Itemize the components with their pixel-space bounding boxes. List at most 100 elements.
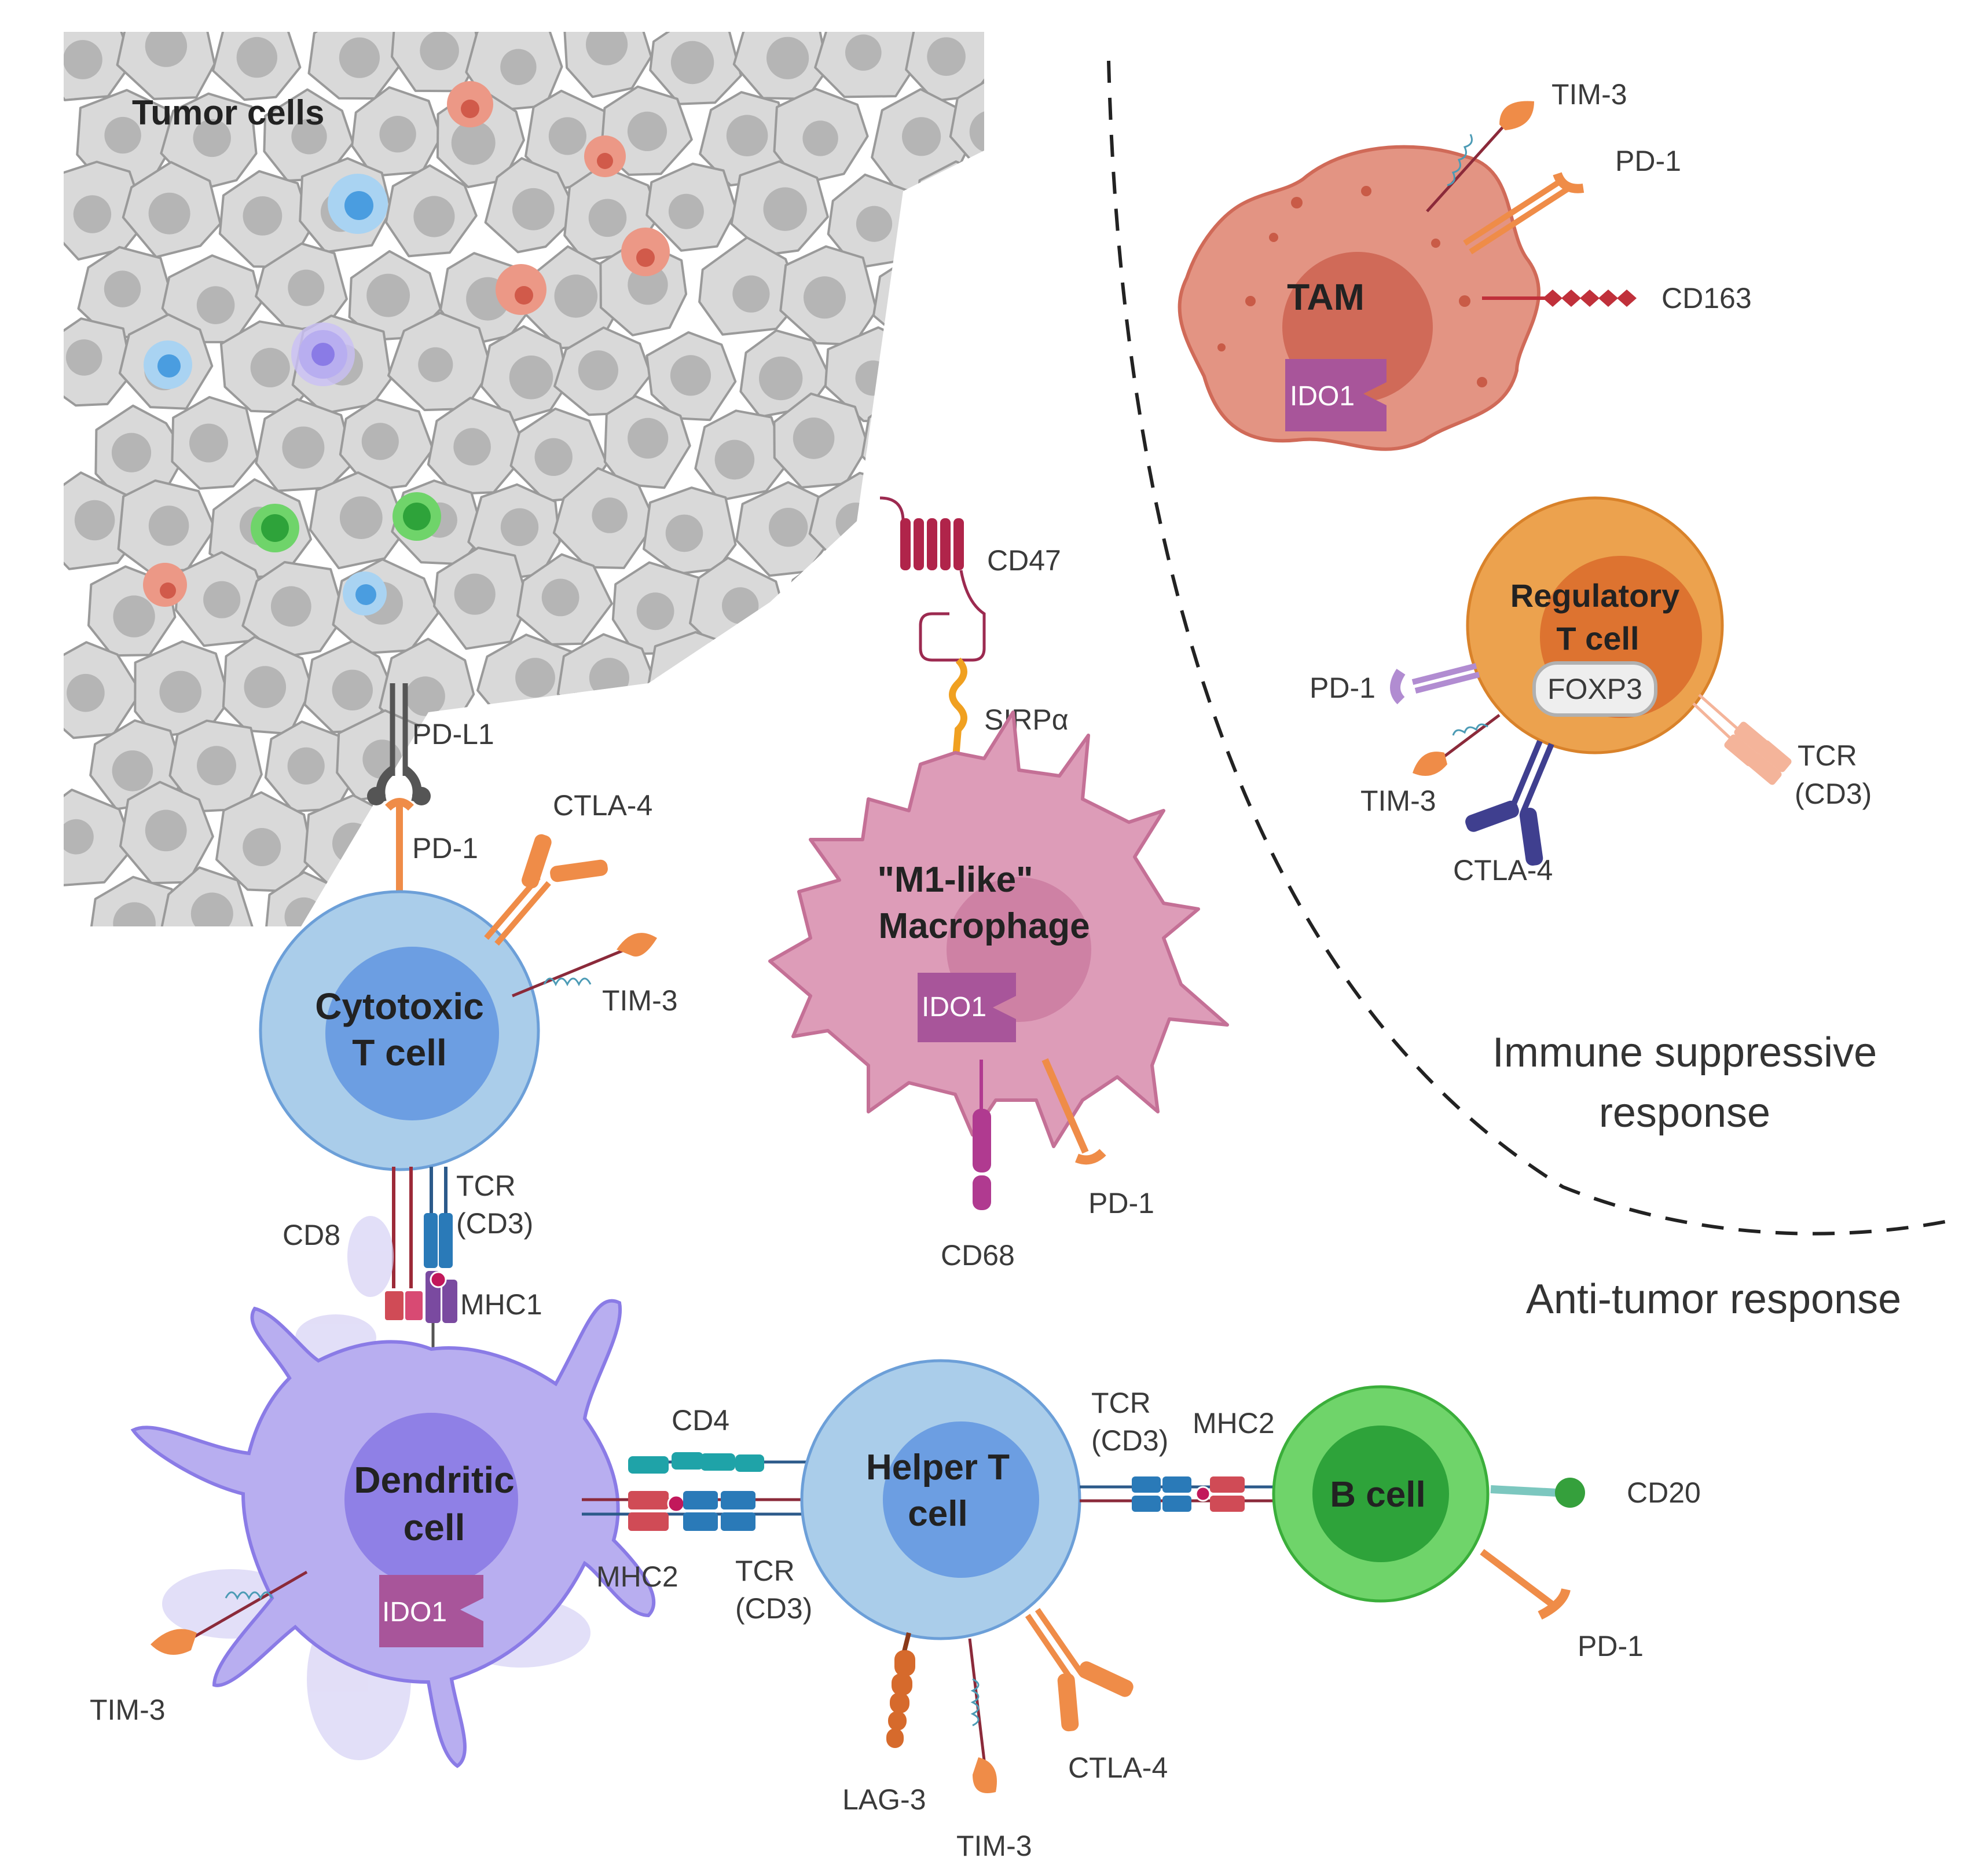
tumor-cell-nucleus [796, 738, 839, 781]
tumor-cell [771, 709, 876, 807]
tumor-cell [960, 233, 984, 332]
tumor-cell-nucleus [270, 586, 311, 627]
tumor-cell [640, 787, 742, 888]
sirpa-receptor [949, 657, 967, 765]
cd3-label-helper-right: (CD3) [1091, 1424, 1168, 1457]
tumor-cell-nucleus [589, 658, 629, 698]
cd8-label: CD8 [283, 1219, 340, 1251]
ido1-enzyme-tam [1285, 359, 1387, 431]
tumor-cell-nucleus [413, 196, 455, 237]
lag3-label: LAG-3 [842, 1783, 926, 1816]
tumor-cell-nucleus [766, 36, 809, 79]
dendritic-label-line2: cell [404, 1507, 465, 1548]
treg-label-line2: T cell [1556, 620, 1639, 657]
tumor-cell-nucleus [243, 196, 283, 236]
tim3-label-dendritic: TIM-3 [90, 1694, 166, 1726]
tumor-cell-nucleus [763, 187, 807, 231]
tumor-cell-nucleus [1067, 272, 1104, 309]
tumor-cell-nucleus [762, 809, 804, 851]
ctla4-receptor-treg [1465, 740, 1554, 866]
green-small-cell-nucleus [261, 514, 289, 542]
red-small-cell-nucleus [160, 582, 176, 599]
tumor-cell-nucleus [894, 579, 933, 618]
pdl1-label: PD-L1 [412, 718, 494, 750]
tumor-cell-nucleus [548, 117, 587, 155]
tumor-cell-nucleus [236, 36, 277, 78]
regulatory-t-cell [1466, 496, 1724, 754]
tumor-cell-nucleus [74, 500, 115, 541]
tumor-cell-nucleus [148, 192, 190, 235]
tumor-cell-nucleus [244, 666, 287, 708]
tumor-cell-nucleus [1019, 347, 1062, 390]
tumor-cell-nucleus [361, 423, 399, 460]
tumor-cell-nucleus [65, 339, 102, 376]
tumor-cell-nucleus [627, 111, 667, 151]
tim3-label-helper: TIM-3 [956, 1830, 1032, 1862]
tumor-cell-nucleus [196, 286, 235, 324]
tumor-cell-nucleus [668, 193, 704, 229]
pd1-label-bcell: PD-1 [1578, 1630, 1644, 1662]
tumor-cell-nucleus [541, 578, 579, 617]
tumor-cells-label: Tumor cells [132, 93, 324, 132]
tumor-cell-nucleus [197, 746, 236, 786]
tumor-cell-nucleus [288, 269, 325, 306]
tumor-infiltrating-cells [143, 81, 670, 615]
tumor-cell-nucleus [189, 423, 228, 463]
tumor-cell-nucleus [628, 417, 669, 459]
tim3-label-tam: TIM-3 [1551, 78, 1627, 111]
suppressive-label-line2: response [1599, 1090, 1770, 1136]
tumor-cell-nucleus [636, 592, 674, 631]
tumor-cell-nucleus [846, 675, 885, 715]
tcr-label-treg: TCR [1798, 739, 1857, 772]
tumor-cell-nucleus [287, 747, 325, 785]
ctla4-label-cytotoxic: CTLA-4 [553, 789, 652, 822]
tumor-cell-nucleus [148, 505, 189, 546]
green-small-cell-nucleus [403, 503, 431, 530]
tumor-cell-nucleus [902, 117, 941, 156]
helper-label-line2: cell [908, 1494, 967, 1534]
antitumor-label: Anti-tumor response [1526, 1276, 1901, 1322]
tumor-cell-nucleus [538, 729, 578, 768]
pdl1-receptor [367, 683, 431, 805]
red-small-cell-nucleus [461, 100, 479, 118]
tumor-cell-nucleus [73, 195, 112, 233]
tumor-cell-nucleus [250, 347, 290, 388]
tumor-cell-nucleus [1061, 589, 1101, 629]
tumor-cell-nucleus [451, 120, 496, 165]
sirpa-label: SIRPα [984, 704, 1069, 736]
pd1-receptor-tam [1463, 171, 1584, 255]
tumor-cell-nucleus [759, 356, 803, 401]
tumor-cell [893, 314, 984, 414]
pd1-receptor-treg [1390, 663, 1480, 705]
tumor-cell-nucleus [515, 658, 555, 698]
mhc2-label-dendritic: MHC2 [596, 1560, 678, 1593]
tumor-cell-nucleus [111, 433, 152, 472]
tumor-cell-nucleus [670, 355, 711, 396]
purple-small-dendritic [291, 323, 355, 386]
tumor-cell-nucleus [159, 670, 202, 713]
tumor-cell [515, 706, 611, 797]
treg-label-line1: Regulatory [1510, 577, 1680, 614]
tcr-label-cytotoxic: TCR [456, 1170, 516, 1202]
tumor-cell-nucleus [366, 273, 410, 317]
pd1-receptor-cytotoxic [385, 798, 414, 895]
tumor-cell [996, 166, 1090, 259]
tumor-cell-nucleus [418, 347, 453, 382]
tumor-cell-nucleus [339, 496, 383, 539]
tim3-label-treg: TIM-3 [1360, 785, 1436, 817]
tumor-cell-nucleus [420, 32, 459, 71]
tim3-receptor-tam [1426, 101, 1534, 212]
tumor-cell [865, 555, 963, 654]
tumor-cell-nucleus [203, 581, 241, 618]
tumor-cell-nucleus [969, 110, 984, 153]
cd4-mhc2-tcr-complex-left [582, 1452, 810, 1531]
ctla4-label-treg: CTLA-4 [1453, 854, 1553, 886]
tumor-cell-nucleus [67, 673, 105, 712]
tumor-cell [819, 637, 919, 740]
tumor-cell-nucleus [856, 206, 893, 242]
tumor-cell-nucleus [1028, 41, 1063, 76]
tumor-cell-nucleus [243, 828, 281, 866]
tumor-cell [1042, 409, 1135, 498]
mhc2-label-bcell: MHC2 [1193, 1407, 1275, 1439]
